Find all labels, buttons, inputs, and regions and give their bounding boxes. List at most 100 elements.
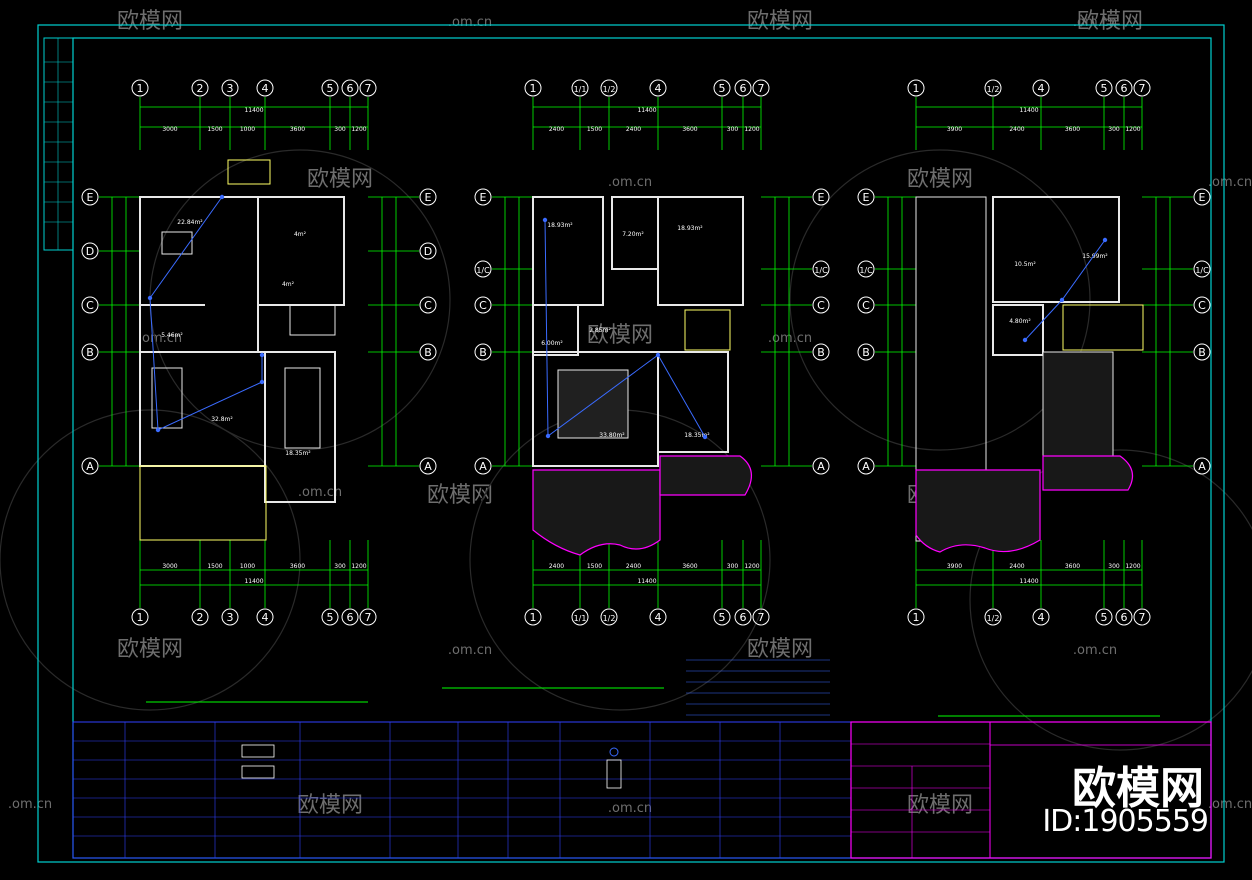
axis-bottom-bubble-1-circle <box>984 608 1002 626</box>
axis-top-bubble-2-label: 4 <box>1038 82 1045 95</box>
wall-bedroom-3 <box>657 351 729 453</box>
axis-bottom-bubble-4-label: 5 <box>719 611 726 624</box>
sofa-icon <box>151 367 183 429</box>
room-area-2: 18.93m² <box>677 225 703 232</box>
dim-segment-bottom-5: 1200 <box>351 563 366 570</box>
room-area-6: 18.35m² <box>684 432 710 439</box>
axis-left-bubble-2-circle <box>474 296 492 314</box>
axis-left-bubble-1-label: D <box>86 245 94 258</box>
axis-right-bubble-3-circle <box>1193 343 1211 361</box>
dim-segment-bottom-2: 2400 <box>626 563 641 570</box>
axis-bottom-bubble-2-circle <box>1032 608 1050 626</box>
dim-segment-top-5: 1200 <box>744 126 759 133</box>
axis-top-bubble-5-label: 6 <box>740 82 747 95</box>
dim-segment-bottom-2: 3600 <box>1065 563 1080 570</box>
dim-segment-top-2: 2400 <box>626 126 641 133</box>
axis-right-bubble-2-label: C <box>1198 299 1206 312</box>
axis-top-bubble-1-circle <box>984 79 1002 97</box>
watermark-site-0: .om.cn <box>448 15 492 30</box>
bed-canopy <box>557 369 629 439</box>
wall-garage <box>264 351 336 503</box>
axis-bottom-bubble-3-label: 4 <box>262 611 269 624</box>
axis-top-bubble-5-label: 6 <box>347 82 354 95</box>
dim-segment-bottom-0: 2400 <box>549 563 564 570</box>
axis-top-bubble-2-circle <box>221 79 239 97</box>
outer-border <box>37 24 1225 863</box>
room-area-4: 6.00m² <box>541 340 563 347</box>
dim-segment-bottom-3: 3600 <box>290 563 305 570</box>
axis-bottom-bubble-4-label: 6 <box>1121 611 1128 624</box>
dim-segment-top-5: 1200 <box>351 126 366 133</box>
light-fixture-0 <box>1102 237 1108 243</box>
light-fixture-2 <box>655 352 661 358</box>
watermark-site-7: .om.cn <box>448 643 492 658</box>
axis-top-bubble-5-circle <box>734 79 752 97</box>
dim-total-top: 11400 <box>1019 107 1038 114</box>
axis-right-bubble-1-label: 1/C <box>1195 266 1209 275</box>
watermark-site-2: .om.cn <box>608 175 652 190</box>
axis-bottom-bubble-6-circle <box>752 608 770 626</box>
axis-top-bubble-6-label: 7 <box>758 82 765 95</box>
entry-steps <box>227 159 271 185</box>
axis-bottom-bubble-4-circle <box>1115 608 1133 626</box>
axis-top-bubble-1-circle <box>571 79 589 97</box>
watermark-brand: 欧模网 <box>1072 763 1204 814</box>
watermark-site-8: .om.cn <box>1073 643 1117 658</box>
room-area-4: 32.8m² <box>211 416 233 423</box>
axis-bottom-bubble-1-label: 1/2 <box>987 614 1000 623</box>
room-area-2: 4m² <box>282 281 295 288</box>
axis-left-bubble-0-circle <box>81 188 99 206</box>
watermark-site-1: .om.cn <box>1073 15 1117 30</box>
title-block-frame <box>850 721 1212 859</box>
axis-bottom-bubble-2-label: 1/2 <box>603 614 616 623</box>
watermark-site-4: .om.cn <box>768 331 812 346</box>
axis-bottom-bubble-0-label: 1 <box>530 611 537 624</box>
wall-kitchen <box>257 196 345 306</box>
drawing-table <box>72 721 852 859</box>
dim-segment-top-0: 3900 <box>947 126 962 133</box>
wall-bath-2 <box>611 196 659 270</box>
dim-segment-bottom-3: 300 <box>1108 563 1120 570</box>
axis-right-bubble-4-circle <box>1193 457 1211 475</box>
dim-segment-bottom-0: 3000 <box>162 563 177 570</box>
watermark-brand-8: 欧模网 <box>117 637 183 662</box>
dim-segment-bottom-2: 1000 <box>240 563 255 570</box>
axis-right-bubble-1-circle <box>1193 260 1211 278</box>
axis-right-bubble-3-label: B <box>817 346 825 359</box>
axis-bottom-bubble-5-circle <box>1133 608 1151 626</box>
axis-left-bubble-2-circle <box>81 296 99 314</box>
axis-right-bubble-4-circle <box>812 457 830 475</box>
axis-left-bubble-2-label: C <box>479 299 487 312</box>
axis-top-bubble-1-circle <box>191 79 209 97</box>
axis-right-bubble-2-circle <box>419 296 437 314</box>
wall-bath-3 <box>532 304 579 356</box>
dim-total-top: 11400 <box>244 107 263 114</box>
dining-table-icon <box>161 231 193 255</box>
legend-symbol <box>606 759 622 789</box>
light-fixture-0 <box>542 217 548 223</box>
notes-block <box>686 659 830 716</box>
light-fixture-4 <box>259 352 265 358</box>
watermark-site-10: .om.cn <box>8 797 52 812</box>
axis-top-bubble-1-label: 2 <box>197 82 204 95</box>
watermark-id: ID:1905559 <box>1042 804 1209 839</box>
watermark-brand-1: 欧模网 <box>747 9 813 34</box>
axis-right-bubble-0-circle <box>812 188 830 206</box>
axis-bottom-bubble-6-label: 7 <box>758 611 765 624</box>
axis-top-bubble-0-circle <box>524 79 542 97</box>
axis-top-bubble-6-circle <box>752 79 770 97</box>
dim-segment-top-3: 300 <box>1108 126 1120 133</box>
dim-segment-bottom-1: 1500 <box>207 563 222 570</box>
watermark-brand-9: 欧模网 <box>747 637 813 662</box>
axis-bottom-bubble-5-circle <box>734 608 752 626</box>
axis-right-bubble-2-circle <box>812 296 830 314</box>
watermark-site-3: .om.cn <box>1208 175 1252 190</box>
wall-bath-3 <box>992 304 1044 356</box>
axis-bottom-bubble-2-label: 4 <box>1038 611 1045 624</box>
axis-right-bubble-0-circle <box>1193 188 1211 206</box>
binding-strip <box>43 37 74 251</box>
axis-bottom-bubble-5-label: 6 <box>347 611 354 624</box>
axis-left-bubble-4-label: A <box>86 460 94 473</box>
axis-top-bubble-4-circle <box>1115 79 1133 97</box>
axis-right-bubble-2-label: C <box>817 299 825 312</box>
